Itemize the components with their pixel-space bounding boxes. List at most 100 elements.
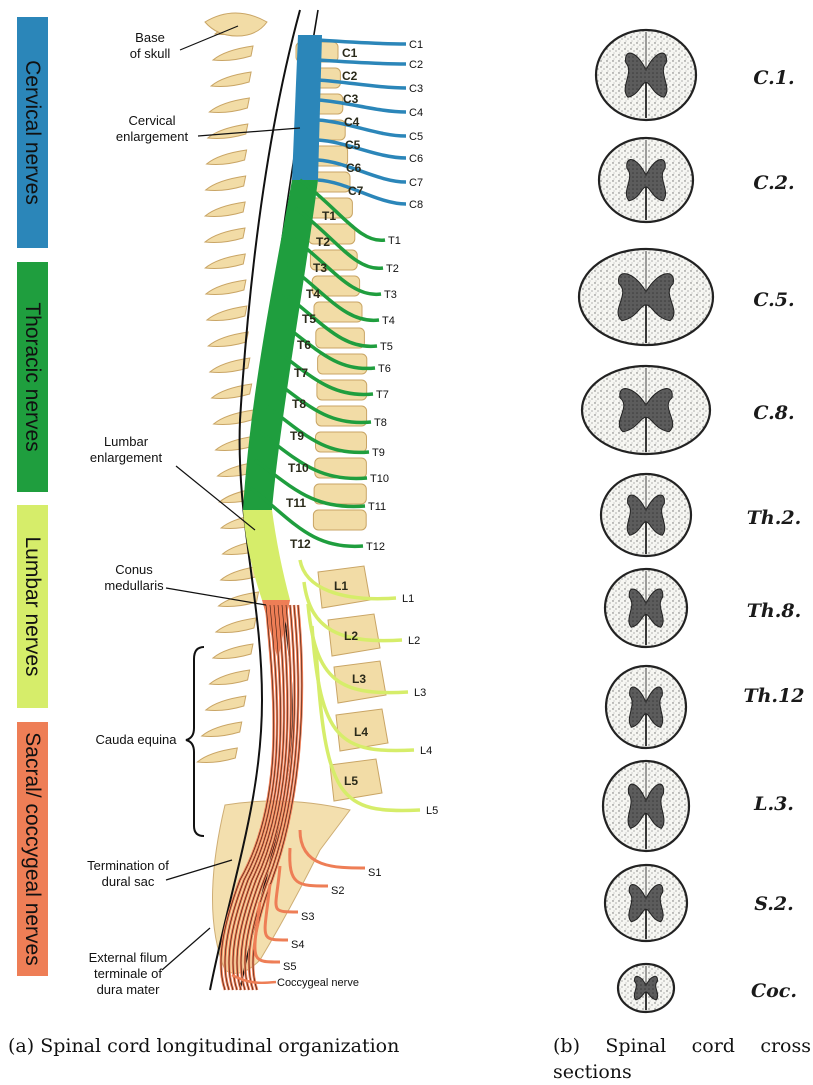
thoracic-vertebra-label: T7	[294, 366, 308, 380]
lumbar-vertebra-label: L1	[334, 579, 348, 593]
annotation-termination: Termination of	[87, 858, 169, 873]
annotation-cauda-equina: Cauda equina	[96, 732, 178, 747]
cervical-vertebra-label: C2	[342, 69, 358, 83]
caption-b-word: (b)	[553, 1033, 580, 1059]
cross-section-label: S.2.	[754, 893, 794, 915]
lumbar-vertebra-label: L4	[354, 725, 368, 739]
cervical-nerve-label: C5	[409, 131, 423, 143]
cross-section-8: S.2.	[605, 865, 794, 941]
vertebra-process	[212, 384, 252, 399]
thoracic-vertebra-label: T9	[290, 429, 304, 443]
cross-section-label: Th.12	[743, 685, 804, 707]
skull-base	[205, 13, 267, 36]
cross-section-2: C.5.	[579, 249, 795, 345]
region-label-1: Thoracic nerves	[21, 302, 44, 451]
cervical-vertebra-label: C3	[343, 92, 359, 106]
lumbar-vertebra-label: L3	[352, 672, 366, 686]
thoracic-vertebra-label: T10	[288, 461, 309, 475]
thoracic-nerve-label: T4	[382, 315, 395, 327]
thoracic-nerve-label: T1	[388, 235, 401, 247]
thoracic-nerve-label: T10	[370, 473, 389, 485]
vertebra-process	[206, 176, 246, 191]
annotation-lumbar-enlargement: enlargement	[90, 450, 163, 465]
cervical-vertebra-label: C1	[342, 46, 358, 60]
vertebra-process	[197, 748, 237, 763]
cervical-nerve-label: C1	[409, 39, 423, 51]
caption-b-word: cord	[692, 1033, 735, 1059]
cross-section-1: C.2.	[599, 138, 795, 222]
cervical-vertebra-label: C6	[346, 161, 362, 175]
sacral-nerve-label: S5	[283, 961, 296, 973]
vertebra-process	[207, 150, 247, 165]
thoracic-vertebra-label: T12	[290, 537, 311, 551]
vertebra-process	[219, 592, 259, 607]
annotation-termination: dural sac	[102, 874, 155, 889]
leader-cervical-enlargement	[198, 128, 300, 136]
cross-section-7: L.3.	[603, 761, 794, 851]
cervical-nerve-label: C6	[409, 153, 423, 165]
sacral-nerve-label: S1	[368, 867, 381, 879]
annotation-base-of-skull: of skull	[130, 46, 171, 61]
vertebra-process	[202, 722, 242, 737]
thoracic-nerve-label: T11	[368, 501, 386, 513]
lumbar-nerve-label: L4	[420, 745, 432, 757]
cross-section-label: Th.2.	[747, 507, 801, 529]
thoracic-nerve-label: T5	[380, 341, 393, 353]
lumbar-nerve-label: L3	[414, 687, 426, 699]
caption-b-line2: sections	[553, 1059, 811, 1085]
vertebra-process	[207, 306, 247, 321]
thoracic-nerve-label: T2	[386, 263, 399, 275]
cross-section-3: C.8.	[582, 366, 795, 454]
vertebra-process	[210, 670, 250, 685]
region-label-2: Lumbar nerves	[21, 536, 44, 676]
vertebra-process	[205, 228, 245, 243]
thoracic-nerve-label: T12	[366, 541, 385, 553]
vertebra-process	[216, 618, 256, 633]
vertebra-process	[206, 280, 246, 295]
caption-a: (a) Spinal cord longitudinal organizatio…	[8, 1033, 399, 1059]
annotation-conus-medullaris: medullaris	[104, 578, 164, 593]
cervical-nerve-label: C7	[409, 177, 423, 189]
lumbar-vertebra-label: L2	[344, 629, 358, 643]
vertebral-body	[313, 510, 366, 530]
lumbar-nerve-label: L5	[426, 805, 438, 817]
annotation-cervical-enlargement: Cervical	[129, 113, 176, 128]
vertebra-process	[208, 124, 248, 139]
vertebra-process	[205, 202, 245, 217]
thoracic-vertebra-label: T4	[306, 287, 320, 301]
cross-section-9: Coc.	[618, 964, 797, 1012]
thoracic-vertebra-label: T5	[302, 312, 316, 326]
annotation-lumbar-enlargement: Lumbar	[104, 434, 149, 449]
annotation-filum-terminale: dura mater	[97, 982, 161, 997]
cross-section-label: C.8.	[753, 402, 794, 424]
cross-section-label: C.5.	[753, 289, 794, 311]
thoracic-nerve-label: T8	[374, 417, 387, 429]
thoracic-nerve-label: T9	[372, 447, 385, 459]
annotation-base-of-skull: Base	[135, 30, 165, 45]
thoracic-vertebra-label: T6	[297, 338, 311, 352]
annotation-conus-medullaris: Conus	[115, 562, 153, 577]
caption-b-word: cross	[760, 1033, 811, 1059]
region-label-3: Sacral/ coccygeal nerves	[21, 732, 44, 965]
cross-section-4: Th.2.	[601, 474, 801, 556]
caption-b-line1: (b) Spinal cord cross	[553, 1033, 811, 1059]
lumbar-nerve-label: L2	[408, 635, 420, 647]
caption-b-word: Spinal	[605, 1033, 666, 1059]
cross-section-label: Coc.	[751, 980, 797, 1002]
leader-filum	[162, 928, 210, 970]
cross-section-label: C.1.	[753, 67, 794, 89]
coccygeal-nerve-label: Coccygeal nerve	[277, 977, 359, 989]
vertebra-process	[208, 332, 248, 347]
cross-section-label: L.3.	[753, 793, 794, 815]
cross-section-5: Th.8.	[605, 569, 801, 647]
cervical-nerve	[318, 60, 406, 64]
cross-section-0: C.1.	[596, 30, 795, 120]
sacral-nerve-label: S3	[301, 911, 314, 923]
cervical-nerve-label: C8	[409, 199, 423, 211]
caption-b: (b) Spinal cord cross sections	[553, 1033, 811, 1085]
cervical-nerve-label: C4	[409, 107, 423, 119]
annotation-filum-terminale: External filum	[89, 950, 168, 965]
vertebra-process	[205, 254, 245, 269]
lumbar-nerve-label: L1	[402, 593, 414, 605]
